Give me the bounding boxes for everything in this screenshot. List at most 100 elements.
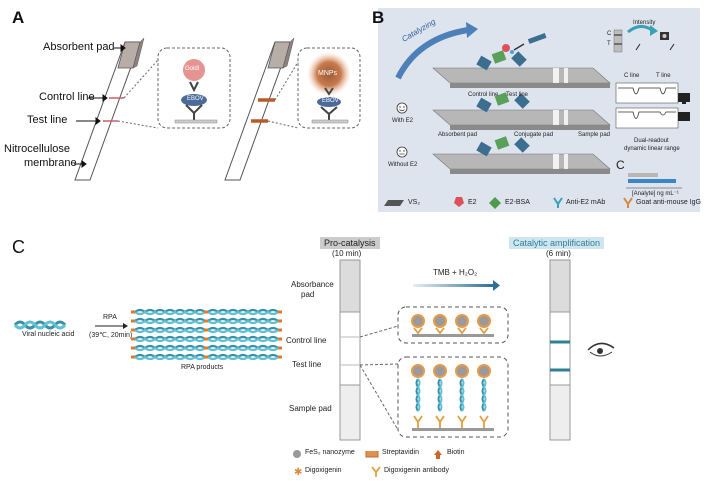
control-line-label: Control line (39, 91, 95, 103)
legend-goat-igg: Goat anti-mouse IgG (636, 199, 701, 206)
panel-a-letter: A (12, 8, 25, 27)
neutral-face-icon (396, 146, 408, 158)
panel-b-letter: B (372, 8, 385, 27)
membrane-label-1: Nitrocellulose (4, 143, 71, 155)
panel-a-figure (74, 37, 361, 181)
rpa-product-helix (131, 335, 209, 343)
control-inset-particles (411, 314, 491, 335)
detection-complex (455, 364, 469, 428)
nanozyme-particle (455, 314, 469, 335)
absorbance-pad-label-1: Absorbance (291, 280, 334, 289)
strip-top (432, 67, 611, 88)
strip-bottom (432, 153, 611, 174)
b-conjugate-pad-label: Conjugate pad (514, 132, 554, 138)
legend-e2: E2 (468, 199, 477, 206)
strip-middle (432, 109, 611, 130)
gold-nanoparticle (183, 59, 205, 81)
panel-b: B (372, 8, 701, 212)
rpa-product-helix (204, 353, 282, 361)
control-inset-substrate (412, 334, 494, 337)
legend-e2-bsa: E2-BSA (505, 199, 530, 206)
c-test-line-label: Test line (292, 360, 322, 369)
streptavidin-legend-icon (365, 451, 379, 458)
panel-b-legend-icons (384, 197, 633, 209)
digoxigenin-legend-icon: ✱ (294, 467, 302, 478)
nanozyme-particle (477, 314, 491, 335)
t-line-label: T line (656, 73, 671, 79)
ebov-label-right: EBOV (322, 98, 339, 104)
rpa-product-helix (204, 344, 282, 352)
absorbance-pad-shape (339, 259, 361, 313)
legend-streptavidin: Streptavidin (382, 449, 419, 456)
e2-bsa-icon (489, 197, 501, 209)
anti-e2-mab-icon (553, 197, 563, 208)
b-absorbent-pad-label: Absorbent pad (438, 132, 478, 138)
rpa-products-label: RPA products (181, 364, 224, 371)
lateral-flow-strip-right (224, 37, 295, 181)
tmb-label: TMB + H₂O₂ (433, 268, 478, 277)
panel-b-figure (384, 22, 690, 209)
catalytic-amplification-strip (549, 259, 571, 441)
gold-particle-label: GoldI (185, 66, 200, 72)
dual-readout-label-2: dynamic linear range (624, 146, 680, 152)
absorbent-pad-label: Absorbent pad (43, 41, 115, 53)
b-test-line-label: Test line (506, 92, 529, 98)
sample-pad-shape (339, 384, 361, 441)
rpa-conditions-label: (39℃, 20min) (89, 332, 133, 339)
linear-range-chart (626, 173, 682, 189)
pro-catalysis-header: Pro-catalysis (320, 237, 380, 249)
c-control-line-label: Control line (286, 336, 327, 345)
pro-catalysis-time: (10 min) (332, 249, 362, 258)
rpa-product-helix (131, 326, 209, 334)
rpa-product-helix (204, 335, 282, 343)
legend-digoxigenin: Digoxigenin (305, 467, 342, 474)
rpa-product-helix (204, 317, 282, 325)
c-line-peak-plot (615, 82, 679, 104)
goat-igg-icon (623, 197, 633, 208)
legend-vs2: VS₂ (408, 199, 421, 206)
ebov-antigen (181, 94, 207, 106)
rpa-product-helix (131, 353, 209, 361)
analyte-axis-label: [Analyte] ng mL⁻¹ (632, 191, 679, 197)
c-sample-pad-label: Sample pad (289, 404, 332, 413)
panel-a-label-arrows (74, 44, 126, 168)
c-line-label: C line (624, 73, 640, 79)
pipette-icon (510, 33, 547, 54)
biotin-legend-icon (434, 450, 442, 459)
mnp-particle (307, 52, 351, 96)
phone-icon (678, 112, 690, 121)
rpa-label: RPA (103, 314, 117, 321)
absorbance-pad-label-2: pad (301, 290, 315, 299)
dual-readout-label-1: Dual-readout (634, 138, 669, 144)
b-sample-pad-label: Sample pad (578, 132, 611, 138)
viral-nucleic-acid-helix (13, 320, 67, 330)
with-e2-label: With E2 (392, 118, 414, 124)
legend-biotin: Biotin (447, 449, 465, 456)
rpa-product-helix (204, 326, 282, 334)
c-letter: C (616, 158, 625, 172)
t-mark: T (607, 41, 611, 47)
without-e2-label: Without E2 (388, 162, 418, 168)
t-line-peak-plot (615, 107, 679, 129)
c-mark: C (607, 31, 612, 37)
e2-icon (454, 197, 464, 207)
rpa-product-helix (204, 308, 282, 316)
monitor-icon (678, 93, 690, 102)
test-inset-complexes (411, 364, 491, 428)
nanozyme-particle (433, 314, 447, 335)
antibody-legend-icon (371, 466, 381, 477)
detection-complex (477, 364, 491, 428)
eye-icon (587, 342, 615, 357)
gold-inset (117, 47, 231, 129)
rpa-product-helix (131, 308, 209, 316)
rpa-product-helix (131, 317, 209, 325)
legend-antibody: Digoxigenin antibody (384, 467, 449, 474)
panel-c-letter: C (12, 237, 25, 257)
viral-nucleic-acid-label: Viral nucleic acid (22, 331, 75, 338)
pro-catalysis-strip (339, 259, 361, 441)
intensity-label: Intensity (633, 20, 656, 26)
ebov-label-left: EBOV (187, 96, 204, 102)
legend-anti-e2-mab: Anti-E2 mAb (566, 199, 606, 206)
nanozyme-legend-icon (293, 450, 301, 458)
